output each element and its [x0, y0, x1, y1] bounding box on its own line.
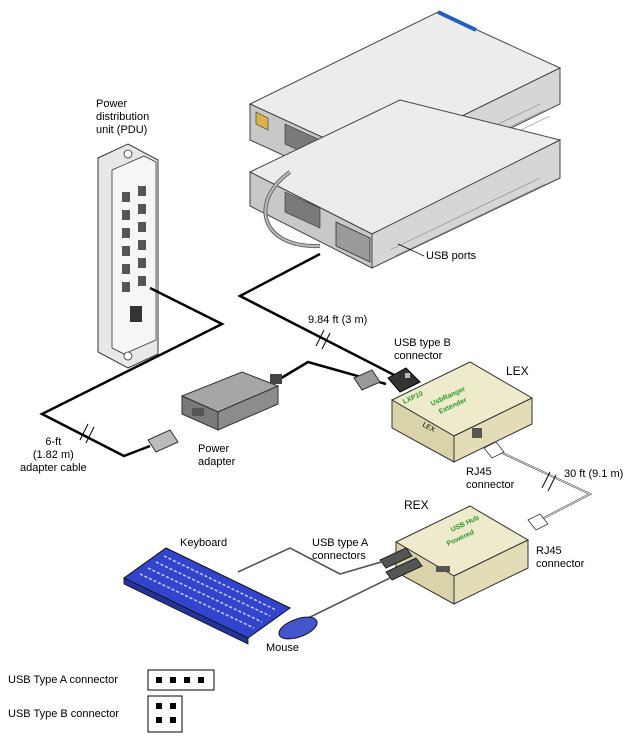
label-keyboard: Keyboard: [180, 537, 228, 549]
label-pdu: Power distribution unit (PDU): [96, 98, 150, 136]
power-adapter: [147, 371, 282, 453]
label-usb-type-b: USB type B connector: [394, 337, 451, 362]
rj45-plug-lex: [483, 441, 505, 459]
label-rj45-lex: RJ45 connector: [466, 466, 515, 491]
legend-type-b-label: USB Type B connector: [8, 708, 120, 720]
rj45-plug-rex: [527, 513, 549, 531]
rex-box: USB Hub Powered: [394, 505, 530, 605]
label-adapter-cable: 6-ft (1.82 m) adapter cable: [20, 436, 87, 474]
cable-break-marks: [79, 329, 557, 492]
label-mouse: Mouse: [266, 642, 300, 654]
label-rj45-rex: RJ45 connector: [536, 545, 585, 570]
keyboard: [123, 547, 291, 645]
label-cable-9m: 30 ft (9.1 m): [564, 468, 624, 480]
label-cable-3m: 9.84 ft (3 m): [308, 314, 368, 326]
label-usb-type-a: USB type A connectors: [312, 537, 369, 562]
label-rex: REX: [404, 498, 429, 512]
usb-ports-leader: [397, 243, 425, 257]
legend-type-a-label: USB Type A connector: [8, 674, 118, 686]
label-power-adapter: Power adapter: [198, 443, 236, 468]
label-usb-ports: USB ports: [426, 250, 477, 262]
legend-type-b-glyph: [147, 695, 183, 733]
server-lower: [248, 99, 562, 269]
usb-b-plug: [353, 367, 421, 393]
peripheral-cables: [237, 547, 391, 623]
pdu: [97, 143, 159, 369]
usb-a-plugs: [379, 547, 423, 581]
lex-box: LXP10 UsbRanger Extender LEX: [390, 361, 534, 463]
legend-type-a-glyph: [147, 669, 215, 691]
label-lex: LEX: [506, 364, 529, 378]
mouse: [278, 616, 318, 640]
